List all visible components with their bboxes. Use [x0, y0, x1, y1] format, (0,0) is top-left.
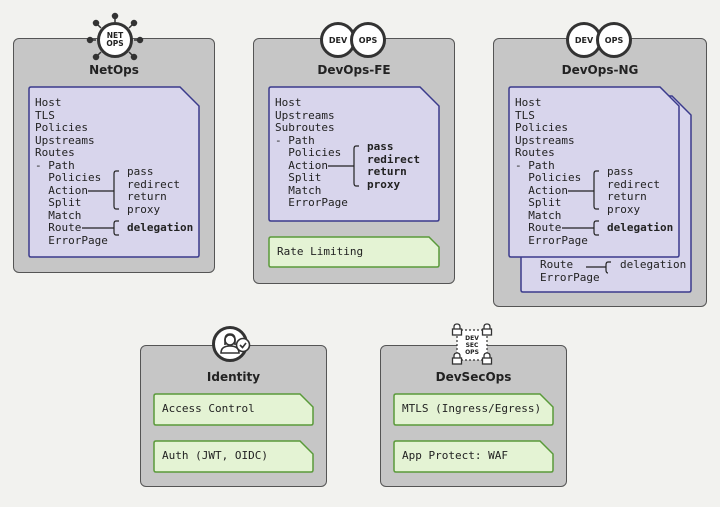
- devops-ng-panel: DevOps-NG Route ErrorPage delegation Hos…: [493, 38, 707, 307]
- devops-fe-line-0: Host: [275, 96, 302, 109]
- identity-panel: Identity Access Control Auth (JWT, OIDC): [140, 345, 327, 487]
- netops-line-0: Host: [35, 96, 62, 109]
- netops-line-5: - Path: [35, 158, 75, 172]
- netops-line-2: Policies: [35, 121, 88, 134]
- netops-line-1: TLS: [35, 108, 55, 122]
- devops-ng-line-2: Policies: [515, 121, 568, 134]
- devops-fe-title: DevOps-FE: [317, 63, 391, 77]
- netops-badge-text: NET OPS: [106, 31, 124, 48]
- devsecops-title: DevSecOps: [435, 370, 512, 384]
- identity-user-icon: [212, 326, 251, 364]
- devops-fe-action-return: return: [367, 165, 407, 178]
- devsecops-panel: DevSecOps MTLS (Ingress/Egress) App Prot…: [380, 345, 567, 487]
- netops-title: NetOps: [89, 63, 139, 77]
- auth-box: Auth (JWT, OIDC): [153, 440, 314, 473]
- devops-fe-action-pass: pass: [367, 140, 394, 153]
- devops-fe-line-5: Action: [275, 158, 328, 172]
- devops-ng-action-return: return: [607, 190, 647, 203]
- devops-fe-line-8: ErrorPage: [275, 196, 348, 209]
- netops-route-delegation: delegation: [127, 221, 194, 234]
- devops-ng-back-delegation: delegation: [620, 258, 687, 271]
- devops-ng-line-9: Match: [515, 208, 562, 222]
- app-protect-label: App Protect: WAF: [402, 449, 508, 462]
- devops-ng-action-pass: pass: [607, 165, 634, 178]
- identity-title: Identity: [206, 370, 261, 384]
- devops-ng-back-line-1: ErrorPage: [540, 270, 600, 284]
- devops-ng-action-redirect: redirect: [607, 177, 660, 191]
- netops-panel: NetOps Host TLS Policies Upstreams Route…: [13, 38, 215, 273]
- netops-action-return: return: [127, 190, 167, 203]
- devops-ng-line-8: Split: [515, 196, 562, 209]
- devops-ng-action-proxy: proxy: [607, 202, 641, 216]
- devops-fe-line-4: Policies: [275, 146, 342, 159]
- rate-limiting-label: Rate Limiting: [277, 245, 364, 258]
- devops-ng-line-5: - Path: [515, 158, 555, 172]
- devops-ng-line-0: Host: [515, 96, 542, 109]
- netops-line-4: Routes: [35, 146, 75, 159]
- devops-ng-line-10: Route: [515, 221, 562, 234]
- mtls-label: MTLS (Ingress/Egress): [402, 402, 542, 415]
- devops-fe-ops-text: OPS: [358, 35, 378, 45]
- devops-ng-line-1: TLS: [515, 108, 535, 122]
- devops-ng-ops-badge-icon: OPS: [596, 22, 632, 58]
- devops-fe-line-3: - Path: [275, 133, 315, 147]
- devops-fe-line-7: Match: [275, 183, 322, 197]
- netops-line-11: ErrorPage: [35, 233, 108, 247]
- netops-line-9: Match: [35, 208, 82, 222]
- devops-ng-line-7: Action: [515, 183, 568, 197]
- netops-action-pass: pass: [127, 165, 154, 178]
- netops-action-redirect: redirect: [127, 177, 180, 191]
- devsecops-lock-icon: DEV SEC OPS: [451, 323, 493, 367]
- netops-line-3: Upstreams: [35, 133, 95, 147]
- netops-action-proxy: proxy: [127, 202, 161, 216]
- devops-ng-line-11: ErrorPage: [515, 233, 588, 247]
- mtls-box: MTLS (Ingress/Egress): [393, 393, 554, 426]
- devops-ng-back-line-0: Route: [540, 258, 574, 271]
- devops-fe-line-1: Upstreams: [275, 108, 335, 122]
- devops-fe-config-doc: Host Upstreams Subroutes - Path Policies…: [268, 86, 440, 222]
- access-control-label: Access Control: [162, 402, 255, 415]
- devops-ng-dev-text: DEV: [574, 35, 594, 45]
- netops-line-7: Action: [35, 183, 88, 197]
- auth-label: Auth (JWT, OIDC): [162, 449, 268, 462]
- devops-fe-line-6: Split: [275, 171, 322, 184]
- devops-ng-config-doc: Host TLS Policies Upstreams Routes - Pat…: [508, 86, 680, 258]
- netops-line-6: Policies: [35, 171, 102, 184]
- devops-fe-action-redirect: redirect: [367, 152, 420, 166]
- netops-badge-icon: NET OPS: [97, 22, 133, 58]
- devsecops-badge-text: DEV SEC OPS: [465, 335, 479, 356]
- devops-ng-line-3: Upstreams: [515, 133, 575, 147]
- devops-fe-action-proxy: proxy: [367, 177, 401, 191]
- netops-line-10: Route: [35, 221, 82, 234]
- netops-line-8: Split: [35, 196, 82, 209]
- devops-ng-title: DevOps-NG: [561, 63, 639, 77]
- netops-config-doc: Host TLS Policies Upstreams Routes - Pat…: [28, 86, 200, 258]
- rate-limiting-box: Rate Limiting: [268, 236, 440, 268]
- devops-fe-ops-badge-icon: OPS: [350, 22, 386, 58]
- devops-fe-panel: DevOps-FE Host Upstreams Subroutes - Pat…: [253, 38, 455, 284]
- devops-fe-line-2: Subroutes: [275, 121, 335, 134]
- access-control-box: Access Control: [153, 393, 314, 426]
- devops-ng-line-6: Policies: [515, 171, 582, 184]
- app-protect-box: App Protect: WAF: [393, 440, 554, 473]
- devops-fe-dev-text: DEV: [328, 35, 348, 45]
- devops-ng-ops-text: OPS: [604, 35, 624, 45]
- devops-ng-line-4: Routes: [515, 146, 555, 159]
- devops-ng-route-delegation: delegation: [607, 221, 674, 234]
